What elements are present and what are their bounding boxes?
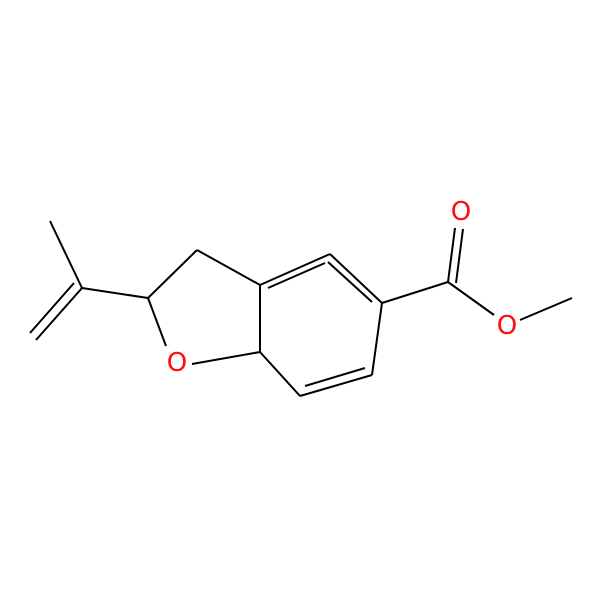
ester-oxygen-label: O (497, 311, 517, 341)
bond-c3-c3a (196, 249, 261, 286)
bond-c7-c6-inner (304, 367, 366, 387)
bond-c4-c3a-inner (267, 262, 326, 289)
bond-carbonyl-double-b (455, 228, 464, 284)
bond-c4-c3a (259, 253, 331, 286)
bond-c5-carbonyl (381, 281, 449, 304)
ring-oxygen-label: O (167, 348, 187, 378)
bond-c2-c3 (147, 249, 198, 299)
bond-c7a-c7 (259, 351, 301, 397)
bond-carbonyl-double-a (447, 227, 456, 283)
bond-c2-substituent (81, 287, 149, 299)
bond-c5-c4 (329, 253, 383, 304)
bond-c5-c4-inner (327, 261, 373, 303)
carbonyl-oxygen-label: O (451, 197, 471, 227)
bond-vinyl-double-a (35, 287, 83, 341)
bond-o1-c7a (191, 351, 261, 365)
bond-c7-c6 (299, 374, 373, 397)
bond-carbonyl-ester-o (447, 281, 495, 316)
bond-c6-c5 (371, 302, 383, 376)
bond-ester-o-methyl (519, 297, 573, 321)
bond-c2-o1 (147, 297, 167, 347)
bond-vinyl-double-b (29, 282, 75, 334)
bond-methyl (49, 220, 83, 289)
